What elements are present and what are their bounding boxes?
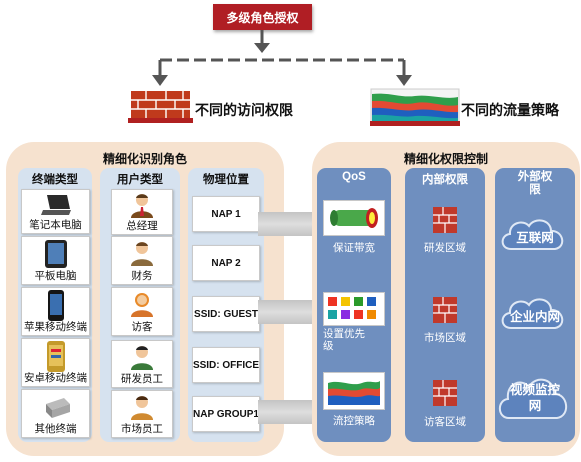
visitor-avatar-icon [131,293,153,317]
flow-control-tile [323,372,385,410]
ssid-office-box: SSID: OFFICE [192,347,260,383]
nap1-box: NAP 1 [192,196,260,232]
flow-control-label: 流控策略 [333,415,375,427]
iphone-label: 苹果移动终端 [24,321,87,333]
marketing-staff-label: 市场员工 [121,423,163,435]
rd-staff-tile: 研发员工 [111,340,173,388]
rd-staff-label: 研发员工 [121,373,163,385]
nap-group1-box: NAP GROUP1 [192,396,260,432]
market-area-firewall-icon [433,297,457,323]
finance-tile: 财务 [111,236,173,285]
firewall-brick-icon [128,91,193,123]
iphone-tile: 苹果移动终端 [21,287,90,336]
user-type-heading: 用户类型 [117,174,163,186]
android-tile: 安卓移动终端 [21,338,90,387]
visitor-tile: 访客 [111,287,173,336]
rd-area-firewall-icon [433,207,457,233]
other-terminal-tile: 其他终端 [21,389,90,438]
visitor-area-label: 访客区域 [424,416,466,428]
nap2-box: NAP 2 [192,245,260,281]
connector-bar [258,212,318,236]
internet-cloud-icon [501,219,564,250]
traffic-policy-label: 不同的流量策略 [461,102,559,118]
android-phone-icon [47,341,65,372]
connector-arrows [152,30,412,86]
flow-chart-icon [328,381,380,405]
video-network-cloud-icon [498,378,567,419]
manager-avatar-icon [131,194,153,218]
connector-bar [258,300,318,324]
internet-label: 互联网 [516,231,554,245]
other-terminal-label: 其他终端 [34,423,77,435]
visitor-area-firewall-icon [433,380,457,406]
iphone-icon [48,290,64,321]
visitor-label: 访客 [131,321,153,333]
marketing-staff-avatar-icon [131,396,153,420]
title-text: 多级角色授权 [226,10,299,25]
printer-icon [46,398,70,418]
terminal-type-heading: 终端类型 [32,174,78,186]
intranet-cloud-icon [501,298,564,329]
ssid-guest-box: SSID: GUEST [192,296,260,332]
rd-staff-avatar-icon [131,346,153,370]
priority-label: 设置优先级 [323,328,365,352]
bandwidth-label: 保证带宽 [333,242,375,254]
market-area-label: 市场区域 [424,332,466,344]
marketing-staff-tile: 市场员工 [111,390,173,438]
bandwidth-tile [323,200,385,236]
qos-heading: QoS [342,171,366,183]
priority-tile [323,292,385,326]
general-manager-tile: 总经理 [111,189,173,235]
android-label: 安卓移动终端 [24,372,87,384]
laptop-label: 笔记本电脑 [29,219,82,231]
title-box: 多级角色授权 [213,4,312,30]
access-permission-label: 不同的访问权限 [195,102,293,118]
role-identification-title: 精细化识别角色 [102,152,187,166]
priority-grid-icon [328,297,376,319]
intranet-label: 企业内网 [509,310,560,324]
general-manager-label: 总经理 [126,220,158,232]
internal-permission-heading: 内部权限 [422,174,468,186]
connector-bar [258,400,318,424]
tablet-tile: 平板电脑 [21,236,90,285]
finance-avatar-icon [131,242,153,266]
laptop-tile: 笔记本电脑 [21,189,90,234]
physical-location-heading: 物理位置 [203,174,249,186]
tablet-label: 平板电脑 [34,270,77,282]
finance-label: 财务 [131,270,153,282]
traffic-chart-icon [370,88,460,126]
video-network-label: 视频监控网 [510,383,561,413]
permission-control-title: 精细化权限控制 [403,152,488,166]
laptop-icon [41,195,71,215]
external-permission-heading: 外部权限 [517,171,553,196]
bandwidth-pipe-icon [330,208,378,228]
tablet-icon [45,240,67,268]
rd-area-label: 研发区域 [424,242,466,254]
